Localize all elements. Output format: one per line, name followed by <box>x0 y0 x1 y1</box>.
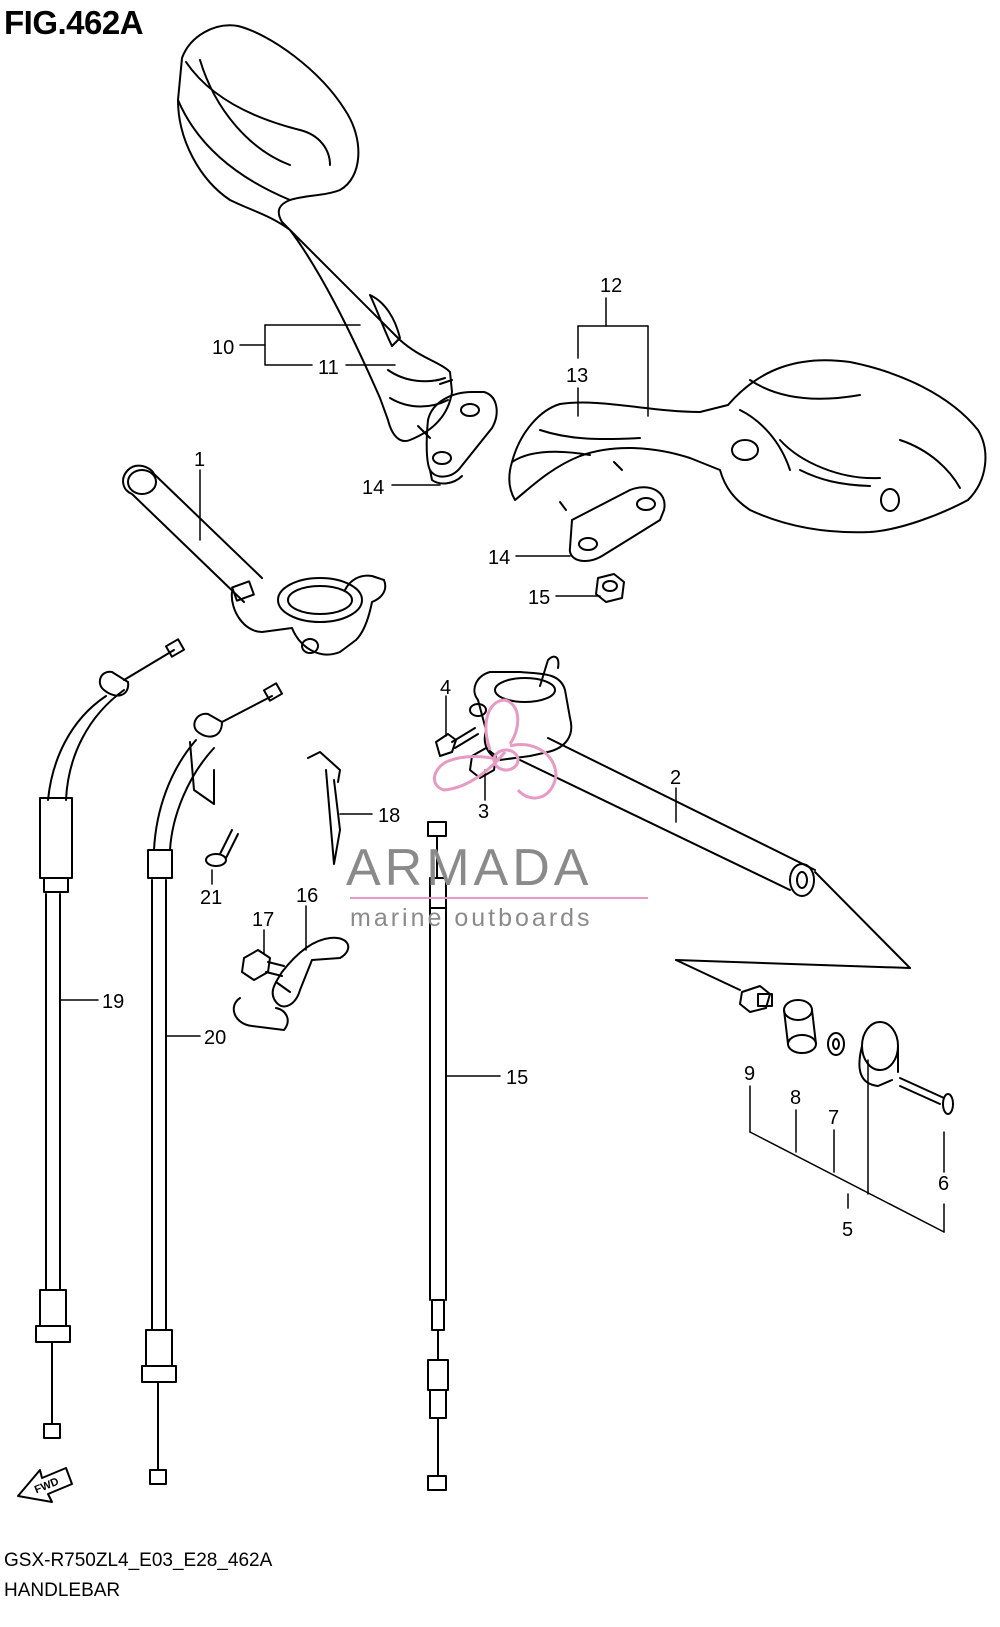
watermark-tagline: marine outboards <box>350 904 593 932</box>
callout-1: 1 <box>194 449 205 471</box>
callout-11: 11 <box>318 357 339 379</box>
callout-16: 15 <box>506 1067 528 1089</box>
model-code: GSX-R750ZL4_E03_E28_462A <box>4 1550 273 1571</box>
leader-lines <box>59 297 945 1233</box>
callout-14-upper: 14 <box>362 477 384 499</box>
right-mirror <box>508 359 987 534</box>
right-handlebar <box>469 655 816 897</box>
fwd-arrow-icon <box>17 1467 73 1503</box>
cable-clamp-17 <box>232 936 350 1031</box>
callout-22: 21 <box>200 887 222 909</box>
watermark-rule <box>350 897 648 899</box>
left-mirror <box>177 24 453 442</box>
callout-15: 15 <box>528 587 550 609</box>
bolt-4 <box>435 727 479 757</box>
spacer-8 <box>783 999 817 1054</box>
callout-5: 5 <box>842 1219 853 1241</box>
screw-6 <box>899 1077 954 1115</box>
section-name: HANDLEBAR <box>4 1580 121 1601</box>
callout-20: 19 <box>102 991 124 1013</box>
callout-numbers: 10 11 12 13 14 14 15 1 2 3 4 18 16 17 21… <box>33 275 949 1496</box>
screw-22 <box>205 829 239 867</box>
left-clamp-plate <box>425 391 498 485</box>
washer-7 <box>827 1032 845 1056</box>
watermark-brand: ARMADA <box>346 839 593 897</box>
bolt-18 <box>241 949 285 981</box>
callout-18: 17 <box>252 909 274 931</box>
nut-15 <box>595 573 625 603</box>
bar-end-nut-9 <box>739 985 773 1013</box>
callout-10: 10 <box>212 337 234 359</box>
callout-13: 13 <box>566 365 588 387</box>
throttle-cable-20 <box>35 638 186 1439</box>
explode-lines <box>675 871 911 991</box>
callout-17: 16 <box>296 885 318 907</box>
callout-8: 8 <box>790 1087 801 1109</box>
callout-7: 7 <box>828 1107 839 1129</box>
callout-14-lower: 14 <box>488 547 510 569</box>
callout-6: 6 <box>938 1173 949 1195</box>
callout-19: 18 <box>378 805 400 827</box>
callout-12: 12 <box>600 275 622 297</box>
cable-tie-19 <box>307 751 341 865</box>
right-clamp-plate <box>568 486 666 563</box>
callout-3: 3 <box>478 801 489 823</box>
collar-3 <box>469 747 497 779</box>
left-handlebar <box>122 464 387 656</box>
callout-9: 9 <box>744 1063 755 1085</box>
callout-4: 4 <box>440 677 451 699</box>
fwd-label: FWD <box>33 1476 61 1497</box>
armada-logo-icon <box>433 698 558 800</box>
weight-5 <box>858 1021 899 1087</box>
figure-title: FIG.462A <box>4 4 144 41</box>
callout-2: 2 <box>670 767 681 789</box>
clutch-cable-16 <box>427 821 449 1491</box>
callout-21: 20 <box>204 1027 226 1049</box>
throttle-cable-21 <box>141 682 284 1485</box>
